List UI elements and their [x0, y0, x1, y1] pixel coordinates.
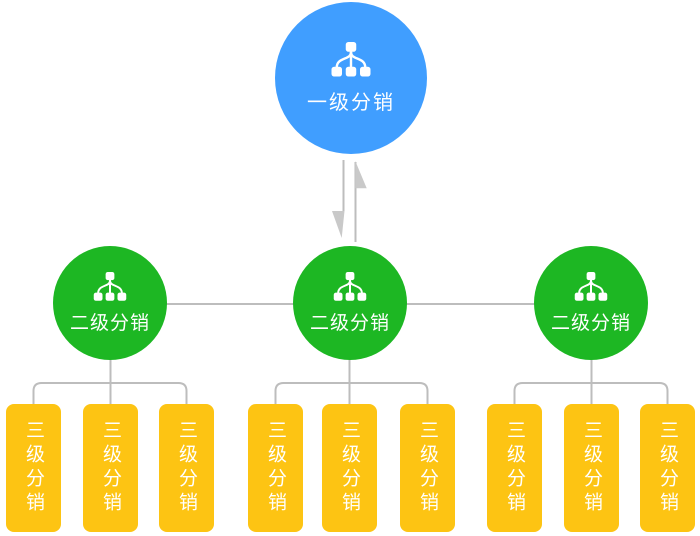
level3-label: 三级分销 [657, 420, 678, 516]
level2-label: 二级分销 [309, 312, 390, 334]
level2-node-1: 二级分销 [53, 246, 167, 360]
level3-label: 三级分销 [581, 420, 602, 516]
trident-group-2 [274, 352, 429, 404]
level1-label: 一级分销 [307, 91, 395, 114]
level3-node-2-1: 三级分销 [248, 404, 303, 532]
level3-node-1-3: 三级分销 [159, 404, 214, 532]
level3-node-2-3: 三级分销 [400, 404, 455, 532]
level3-node-3-3: 三级分销 [640, 404, 695, 532]
level3-label: 三级分销 [23, 420, 44, 516]
level3-node-3-2: 三级分销 [564, 404, 619, 532]
level3-node-1-1: 三级分销 [6, 404, 61, 532]
bidirectional-arrows [332, 160, 367, 242]
level3-label: 三级分销 [417, 420, 438, 516]
level2-label: 二级分销 [550, 312, 631, 334]
level3-label: 三级分销 [265, 420, 286, 516]
arrow-up-head [355, 161, 367, 189]
org-chart-icon [571, 272, 611, 302]
level2-node-3: 二级分销 [534, 246, 648, 360]
level3-node-3-1: 三级分销 [487, 404, 542, 532]
level3-label: 三级分销 [176, 420, 197, 516]
level2-label: 二级分销 [69, 312, 150, 334]
level3-label: 三级分销 [100, 420, 121, 516]
org-chart-icon [90, 272, 130, 302]
level1-node: 一级分销 [275, 2, 427, 154]
level2-node-2: 二级分销 [293, 246, 407, 360]
level3-label: 三级分销 [504, 420, 525, 516]
level3-node-2-2: 三级分销 [322, 404, 377, 532]
trident-group-1 [32, 352, 188, 404]
level3-node-1-2: 三级分销 [83, 404, 138, 532]
org-chart-icon [327, 42, 375, 78]
org-chart-icon [330, 272, 370, 302]
trident-group-3 [513, 352, 669, 404]
level3-label: 三级分销 [339, 420, 360, 516]
arrow-down-head [332, 211, 345, 238]
